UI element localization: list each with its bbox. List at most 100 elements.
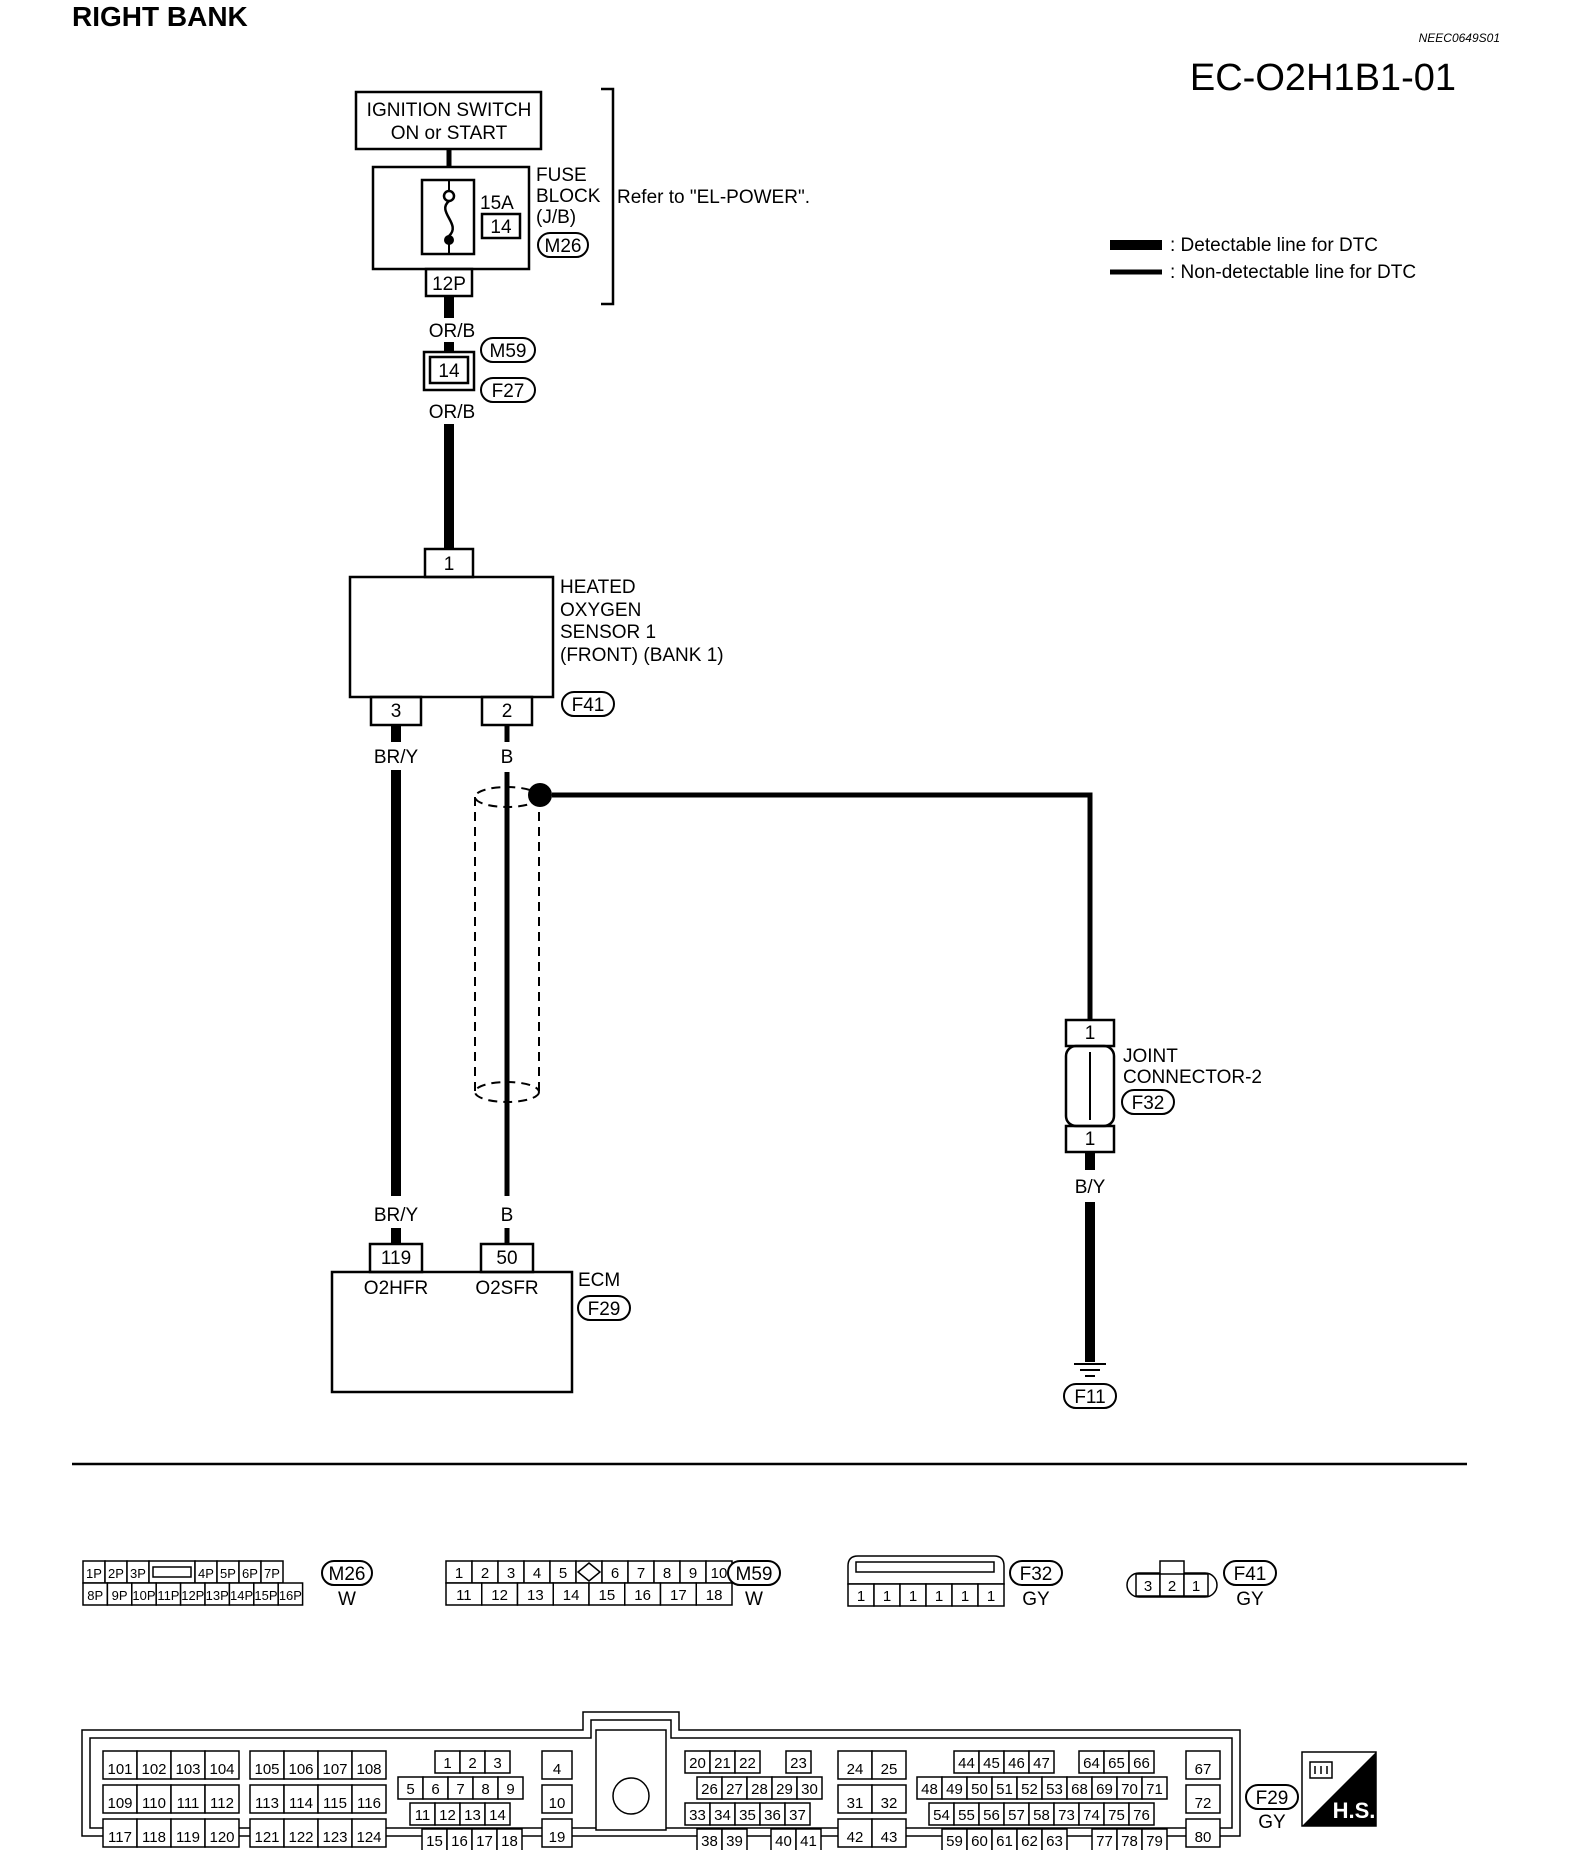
m26-pin-14P: 14P (230, 1588, 253, 1603)
f29-pin-67: 67 (1195, 1761, 1212, 1778)
f29-pin-10: 10 (549, 1795, 566, 1812)
joint-label-2: CONNECTOR-2 (1123, 1067, 1262, 1088)
f29-pin-56: 56 (983, 1807, 1000, 1824)
f29-pin-77: 77 (1096, 1833, 1113, 1850)
f29-pin-22-cell (734, 1750, 761, 1774)
ecm-connector-id: F29 (588, 1299, 621, 1320)
page-title: RIGHT BANK (72, 1, 248, 32)
f29-pin-110-cell (136, 1784, 172, 1814)
m59-pin-3: 3 (507, 1565, 515, 1582)
f29-pin-45: 45 (983, 1755, 1000, 1772)
f29-pin-34: 34 (714, 1807, 731, 1824)
m26-pin-13P: 13P (206, 1588, 229, 1603)
fuse-block-label-2: BLOCK (536, 186, 601, 207)
m26-connector-id-oval (321, 1560, 373, 1586)
f29-pin-4: 4 (553, 1761, 561, 1778)
f29-pin-42-cell (837, 1818, 873, 1848)
f29-pin-104: 104 (209, 1761, 234, 1778)
f29-pin-102: 102 (141, 1761, 166, 1778)
wire-shield-drain (552, 792, 1093, 1020)
f29-pin-29: 29 (776, 1781, 793, 1798)
f29-pin-111: 111 (177, 1795, 200, 1812)
ecm-pin50: 50 (496, 1248, 517, 1269)
f29-pin-111-cell (170, 1784, 206, 1814)
f29-pin-119-cell (170, 1818, 206, 1848)
m26-pin-5P: 5P (220, 1566, 236, 1581)
f29-pin-8: 8 (481, 1781, 489, 1798)
f29-pin-47: 47 (1033, 1755, 1050, 1772)
f29-pin-80-cell (1185, 1818, 1221, 1848)
f32-pin-4: 1 (935, 1588, 943, 1605)
fuse-bottom-terminal (444, 235, 454, 245)
f29-pin-69: 69 (1096, 1781, 1113, 1798)
f29-pin-59: 59 (946, 1833, 963, 1850)
ignition-switch-line2: ON or START (391, 123, 508, 144)
f29-pin-104-cell (204, 1750, 240, 1780)
hs-logo-connector-icon (1309, 1761, 1333, 1779)
ground-connector-oval (1063, 1383, 1117, 1409)
m59-pin-4: 4 (533, 1565, 541, 1582)
f29-pin-58: 58 (1033, 1807, 1050, 1824)
f29-pin-26: 26 (701, 1781, 718, 1798)
m59-pin-10: 10 (711, 1565, 728, 1582)
f29-pin-71-cell (1141, 1776, 1168, 1800)
f29-pin-28: 28 (751, 1781, 768, 1798)
fuse-block-label-3: (J/B) (536, 207, 576, 228)
f29-pin-63: 63 (1046, 1833, 1063, 1850)
fuse-top-terminal (442, 189, 456, 203)
inline-connector-top-oval (480, 337, 536, 363)
sensor-connector-id: F41 (572, 695, 605, 716)
f29-pin-76-cell (1128, 1802, 1155, 1826)
joint-connector-id: F32 (1132, 1093, 1165, 1114)
legend: : Detectable line for DTC : Non-detectab… (1110, 235, 1416, 283)
f32-connector-id-oval (1009, 1560, 1063, 1586)
ecm-pin119: 119 (381, 1248, 411, 1269)
f29-pin-55: 55 (958, 1807, 975, 1824)
m26-pin-4P: 4P (198, 1566, 214, 1581)
f29-pin-68: 68 (1071, 1781, 1088, 1798)
f29-pin-24: 24 (847, 1761, 864, 1778)
f41-pin-3: 3 (1144, 1578, 1152, 1595)
m59-color: W (745, 1589, 763, 1610)
fuse-block: 15A 14 FUSE BLOCK (J/B) M26 12P (371, 165, 601, 298)
fuse-connector-oval (537, 232, 589, 258)
m59-pin-5: 5 (559, 1565, 567, 1582)
f29-face-connector-id-oval (1245, 1784, 1299, 1810)
shield-bottom (474, 1081, 540, 1103)
ecm-body (330, 1270, 574, 1394)
inline-connector-pin: 14 (438, 361, 460, 382)
legend-detectable-label: : Detectable line for DTC (1170, 235, 1378, 256)
ecm-connector-oval (577, 1295, 631, 1321)
f29-pin-7: 7 (456, 1781, 464, 1798)
f29-pin-121: 121 (254, 1829, 279, 1846)
doc-code: NEEC0649S01 (1419, 31, 1500, 45)
f29-pin-119: 119 (176, 1829, 200, 1846)
f29-pin-112: 112 (210, 1795, 234, 1812)
ignition-switch-line1: IGNITION SWITCH (367, 100, 532, 121)
power-bracket (601, 87, 615, 306)
f29-pin-36: 36 (764, 1807, 781, 1824)
f29-pin-120: 120 (209, 1829, 234, 1846)
f29-pin-41-cell (795, 1828, 822, 1850)
f29-pin-18: 18 (501, 1833, 518, 1850)
m59-pin-17: 17 (670, 1587, 687, 1604)
f29-pin-21: 21 (714, 1755, 731, 1772)
joint-label-1: JOINT (1123, 1046, 1178, 1067)
f29-pin-118: 118 (142, 1829, 166, 1846)
wire-label-b-upper: B (501, 747, 514, 768)
f29-pin-109: 109 (107, 1795, 132, 1812)
sensor-label-4: (FRONT) (BANK 1) (560, 645, 724, 666)
ground-icon (1074, 1363, 1106, 1377)
f29-pin-48: 48 (921, 1781, 938, 1798)
f29-pin-106: 106 (288, 1761, 313, 1778)
f29-pin-117: 117 (108, 1829, 132, 1846)
f29-pin-23-cell (785, 1750, 812, 1774)
heated-oxygen-sensor: 1 HEATED OXYGEN SENSOR 1 (FRONT) (BANK 1… (348, 547, 724, 727)
f29-pin-27: 27 (726, 1781, 743, 1798)
f29-pin-18-cell (496, 1828, 523, 1850)
inline-connector-bottom-id: F27 (492, 381, 525, 402)
f29-pin-109-cell (102, 1784, 138, 1814)
